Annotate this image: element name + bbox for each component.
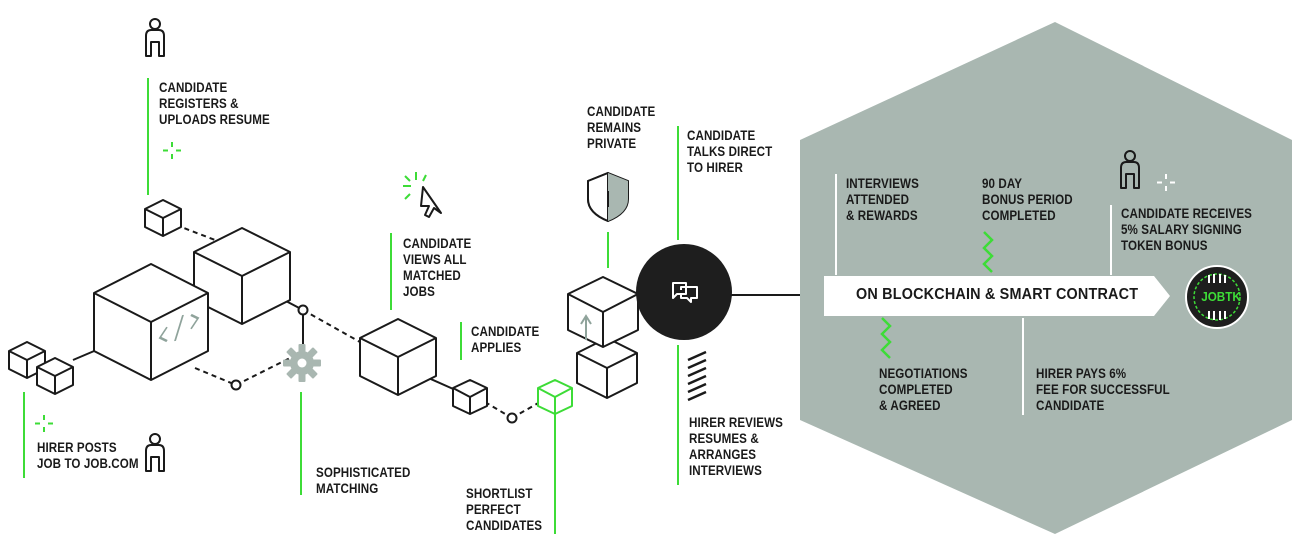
step-candidate-applies: CANDIDATE APPLIES — [471, 324, 540, 355]
jobtk-token-icon — [1185, 265, 1249, 329]
code-icon — [158, 313, 200, 343]
chat-bubbles-icon — [672, 282, 698, 303]
cursor-icon — [403, 172, 442, 218]
blockchain-banner-label: ON BLOCKCHAIN & SMART CONTRACT — [856, 286, 1139, 303]
person-icon — [145, 433, 165, 472]
chat-circle — [636, 244, 732, 340]
step-candidate-registers: CANDIDATE REGISTERS & UPLOADS RESUME — [159, 80, 270, 127]
token-label: JOBTK — [1201, 289, 1241, 304]
chain-interviews: INTERVIEWS ATTENDED & REWARDS — [846, 176, 919, 223]
cube-icon — [537, 379, 573, 415]
cube-icon — [193, 227, 291, 325]
step-candidate-views: CANDIDATE VIEWS ALL MATCHED JOBS — [403, 236, 472, 299]
person-icon — [145, 18, 165, 57]
cube-icon — [36, 357, 74, 395]
sparkle-icon — [1157, 174, 1175, 191]
step-shortlist: SHORTLIST PERFECT CANDIDATES — [466, 486, 543, 533]
cube-icon — [93, 263, 209, 381]
up-arrow-icon — [580, 314, 592, 340]
blockchain-banner — [824, 276, 1170, 316]
cube-icon — [567, 276, 639, 348]
cube-icon — [452, 379, 488, 415]
sparkle-icon — [35, 415, 53, 432]
chain-signing-bonus: CANDIDATE RECEIVES 5% SALARY SIGNING TOK… — [1121, 206, 1253, 253]
step-hirer-reviews: HIRER REVIEWS RESUMES & ARRANGES INTERVI… — [689, 415, 784, 478]
step-candidate-talks: CANDIDATE TALKS DIRECT TO HIRER — [687, 128, 773, 175]
cube-icon — [144, 199, 182, 237]
cube-icon — [359, 318, 437, 396]
shield-icon — [587, 171, 629, 223]
chain-negotiations: NEGOTIATIONS COMPLETED & AGREED — [879, 366, 968, 413]
step-sophisticated-matching: SOPHISTICATED MATCHING — [316, 465, 411, 496]
step-candidate-private: CANDIDATE REMAINS PRIVATE — [587, 104, 656, 151]
chain-hirer-fee: HIRER PAYS 6% FEE FOR SUCCESSFUL CANDIDA… — [1036, 366, 1170, 413]
step-hirer-posts: HIRER POSTS JOB TO JOB.COM — [37, 440, 139, 471]
cube-icon — [576, 337, 638, 399]
person-icon — [1120, 150, 1140, 189]
gear-icon — [283, 344, 321, 382]
chain-bonus-period: 90 DAY BONUS PERIOD COMPLETED — [982, 176, 1073, 223]
sparkle-icon — [163, 142, 181, 159]
